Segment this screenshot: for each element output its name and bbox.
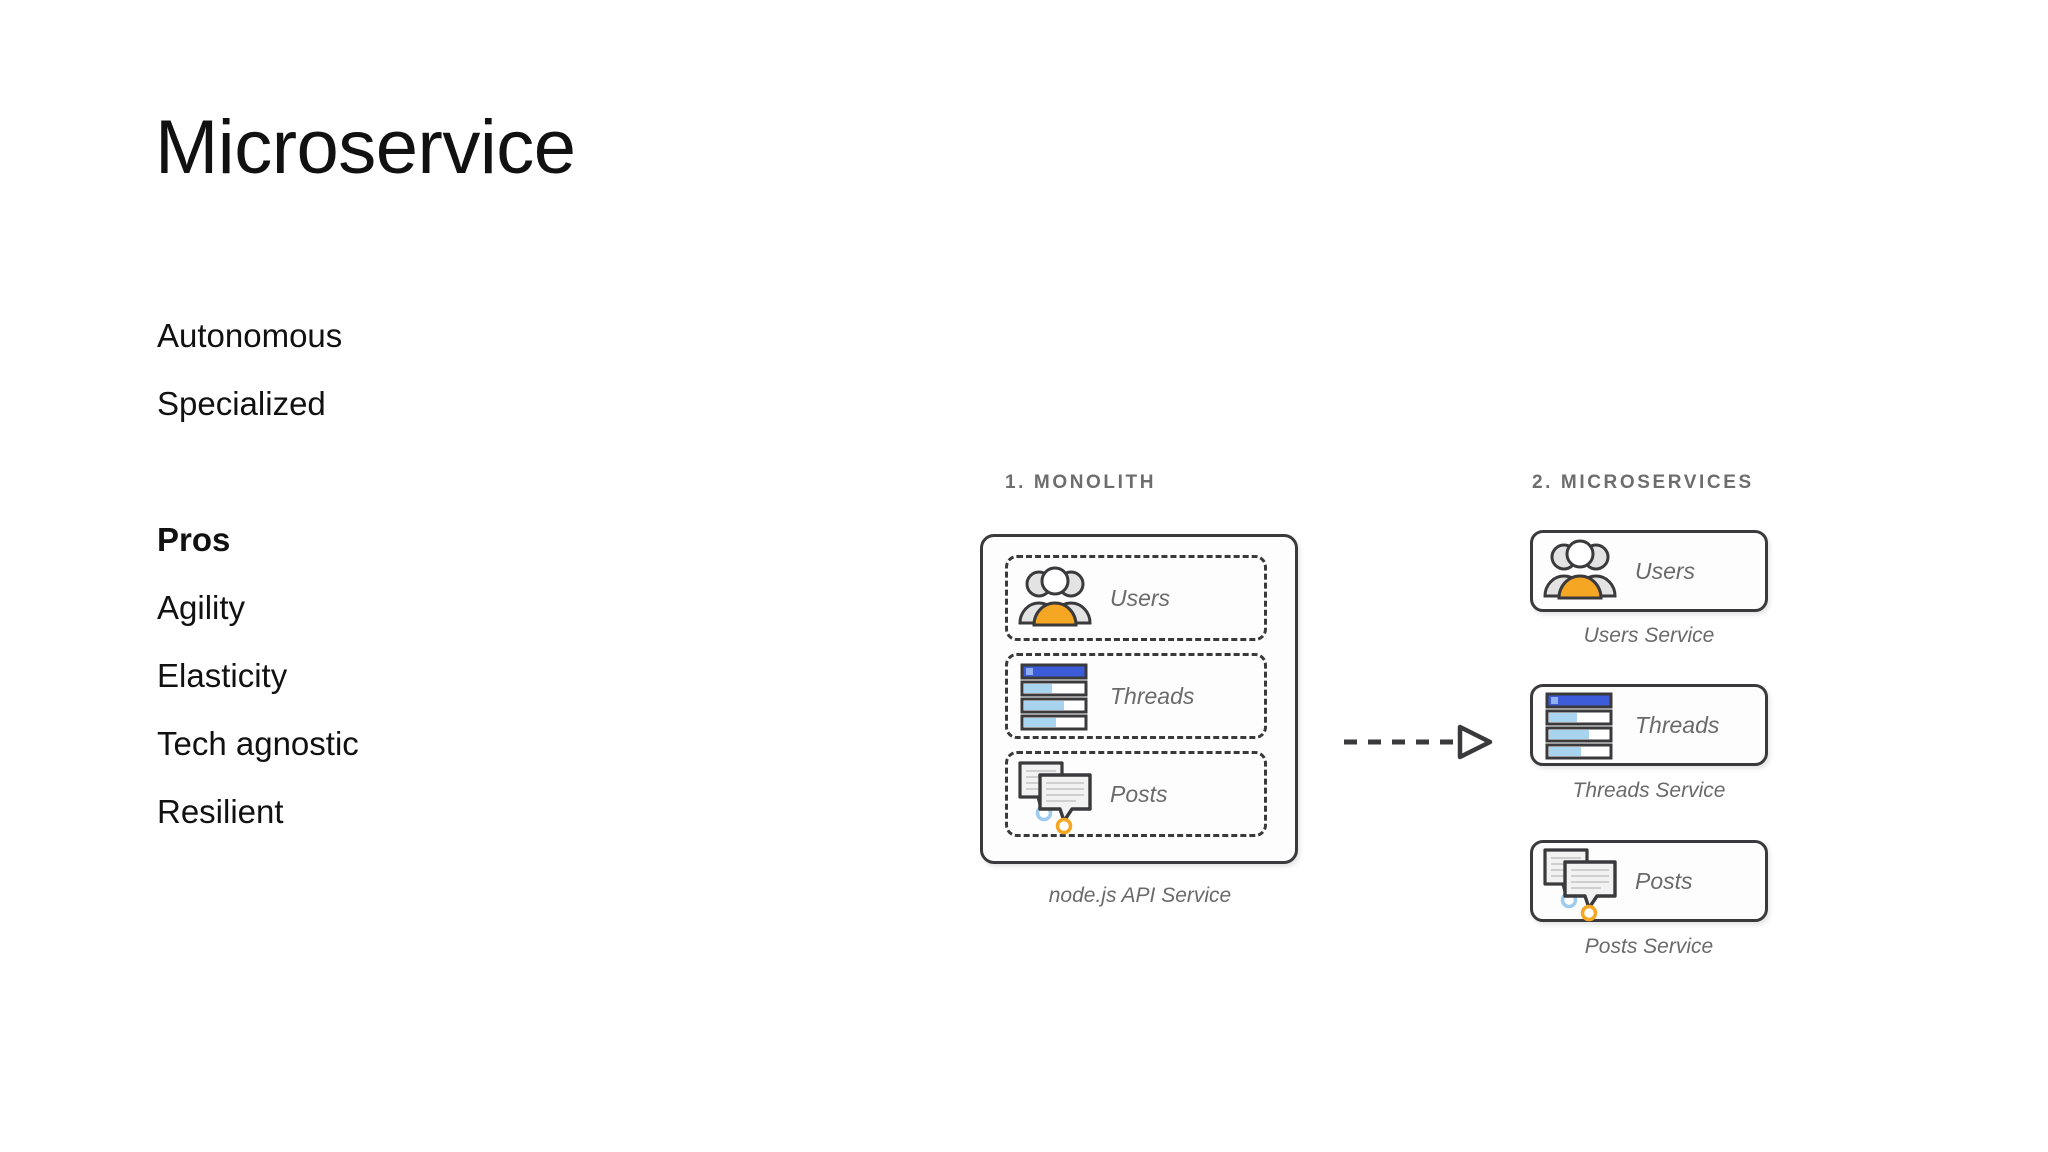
monolith-module-users: Users [1005, 555, 1267, 641]
microservice-label-threads: Threads [1635, 711, 1720, 738]
body-line-agility: Agility [157, 589, 246, 626]
monolith-module-label-threads: Threads [1110, 682, 1195, 709]
users-group-icon [1539, 534, 1621, 608]
monolith-module-label-users: Users [1110, 584, 1171, 611]
microservices-heading: 2. MICROSERVICES [1532, 472, 1754, 493]
body-line-resilient: Resilient [157, 793, 284, 830]
page-title: Microservice [155, 105, 576, 190]
monolith-container: Users Threads [980, 534, 1298, 864]
body-line-autonomous: Autonomous [157, 317, 343, 354]
posts-speech-bubbles-icon [1539, 844, 1621, 922]
body-line-pros-heading: Pros [157, 521, 231, 558]
threads-list-icon [1014, 659, 1096, 733]
body-line-tech-agnostic: Tech agnostic [157, 725, 359, 762]
monolith-module-label-posts: Posts [1110, 780, 1168, 807]
microservice-card-posts: Posts [1530, 840, 1768, 922]
microservice-label-posts: Posts [1635, 867, 1693, 894]
body-line-spacer [157, 438, 797, 506]
microservice-card-threads: Threads [1530, 684, 1768, 766]
microservice-caption-threads: Threads Service [1572, 779, 1726, 802]
posts-speech-bubbles-icon [1014, 757, 1096, 835]
monolith-module-threads: Threads [1005, 653, 1267, 739]
body-line-elasticity: Elasticity [157, 657, 288, 694]
monolith-caption: node.js API Service [1048, 884, 1232, 907]
monolith-module-posts: Posts [1005, 751, 1267, 837]
monolith-heading: 1. MONOLITH [1005, 472, 1157, 493]
microservice-caption-users: Users Service [1583, 624, 1715, 647]
threads-list-icon [1539, 688, 1621, 762]
microservice-label-users: Users [1635, 557, 1696, 584]
dashed-arrow-right-icon [1344, 722, 1504, 762]
microservice-card-users: Users [1530, 530, 1768, 612]
microservice-caption-posts: Posts Service [1584, 935, 1714, 958]
body-line-specialized: Specialized [157, 385, 326, 422]
users-group-icon [1014, 561, 1096, 635]
body-text-column: Autonomous Specialized Pros Agility Elas… [157, 302, 797, 846]
